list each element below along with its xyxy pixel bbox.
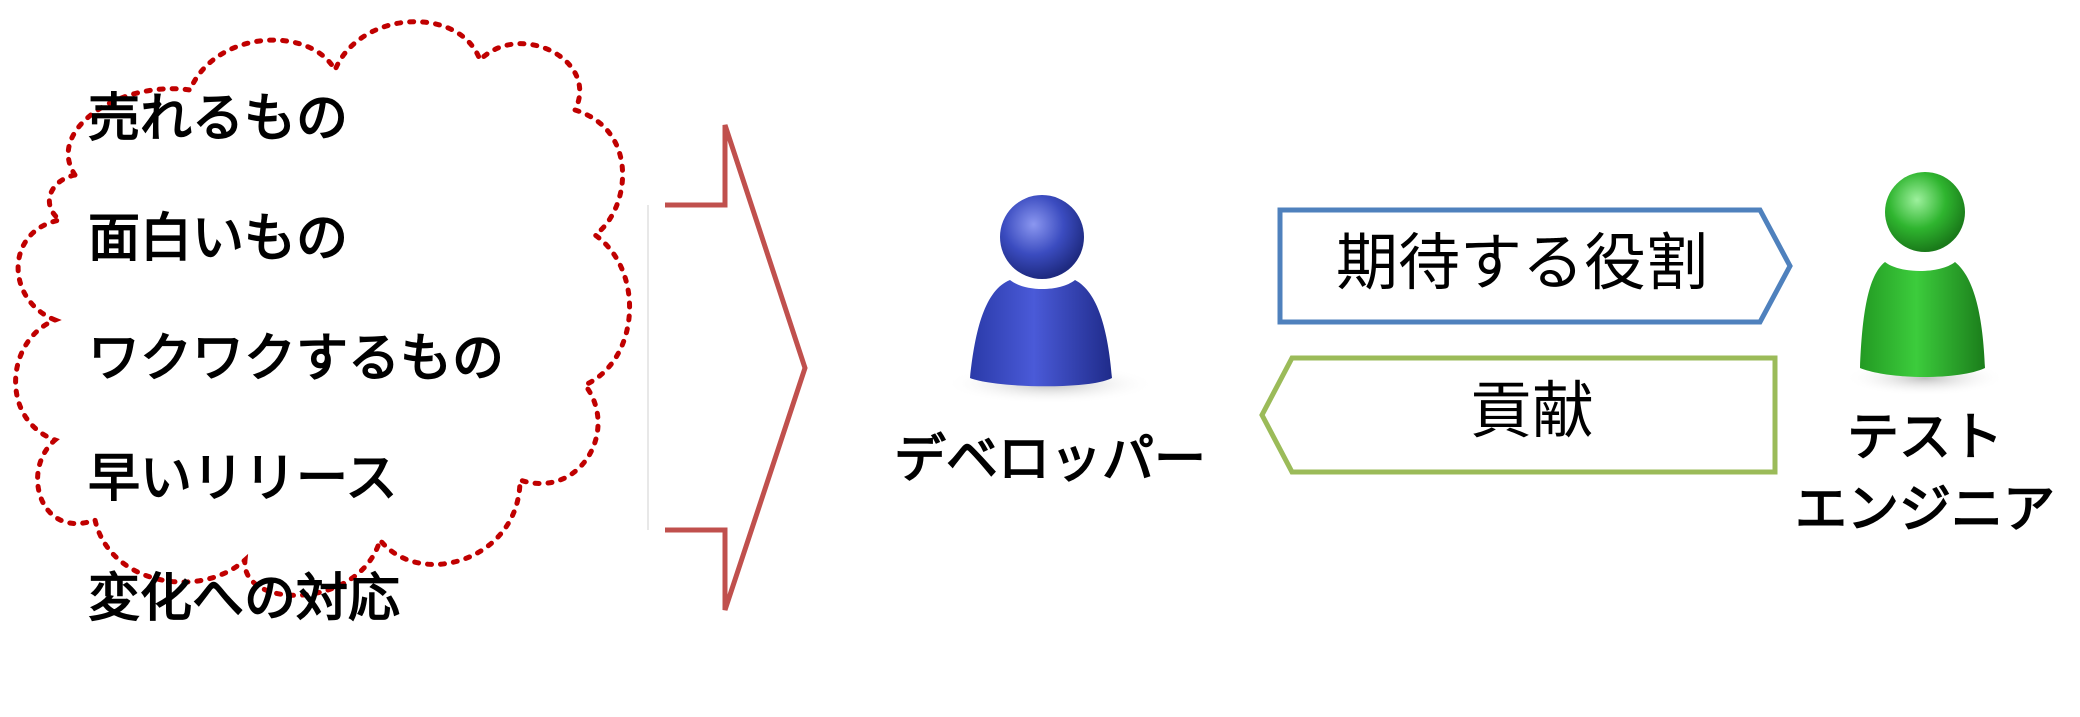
expected-role-label: 期待する役割 [1336,226,1708,299]
tester-label-line1: テスト [1847,408,2003,468]
tester-body [1860,262,1985,377]
cloud-item: 売れるもの [88,89,348,149]
cloud-item-list: 売れるもの 面白いもの ワクワクするもの 早いリリース 変化への対応 [88,89,504,629]
cloud-item: ワクワクするもの [88,329,504,389]
thought-cloud [13,19,633,598]
developer-body [970,280,1112,387]
tester-figure [1845,172,2005,396]
big-right-arrow [665,124,808,611]
person-icon [1000,195,1084,279]
cloud-item: 変化への対応 [88,569,400,629]
cloud-item: 早いリリース [88,449,397,509]
cloud-outline [13,19,633,598]
tester-label-line2: エンジニア [1795,480,2055,540]
cloud-item: 面白いもの [88,209,348,269]
contribution-arrow [1259,355,1778,475]
expected-role-arrow [1277,207,1793,325]
person-icon [1885,172,1965,252]
developer-figure [945,195,1155,404]
developer-label: デベロッパー [894,430,1206,490]
contribution-label: 貢献 [1470,374,1594,447]
